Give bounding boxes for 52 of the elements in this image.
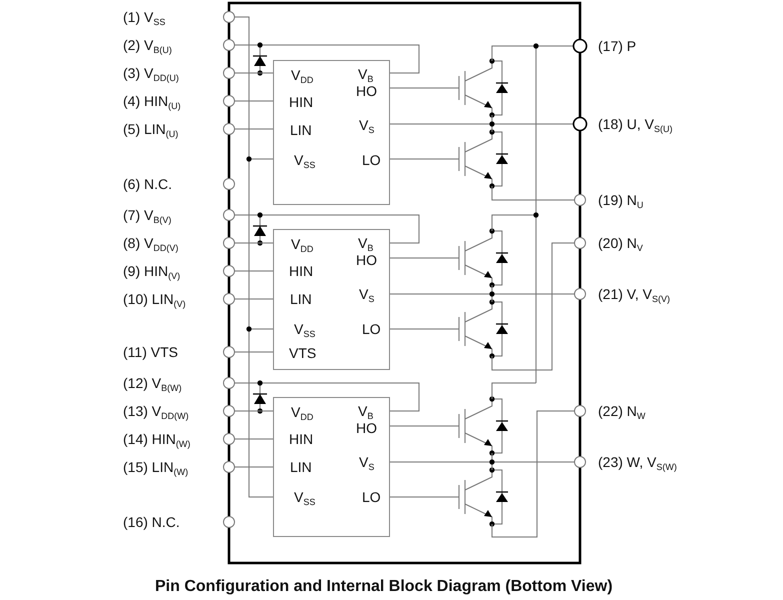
pin-name: V$_{S}$ [359,286,374,302]
pin-label: (23) W, V$_{S(W)}$ [598,454,677,470]
pin-label: (18) U, V$_{S(U)}$ [598,116,673,132]
pin-name: LIN [290,459,312,475]
pin-name: V$_{B}$ [358,235,374,251]
pin-name: HIN [289,94,314,110]
pin-label: (20) N$_{V}$ [598,235,643,251]
pin-name: LO [362,152,381,168]
pin-name: VTS [289,345,316,361]
pin-label: (7) V$_{B(V)}$ [123,207,172,223]
gate-driver-box [273,60,390,205]
caption: Pin Configuration and Internal Block Diagram (Bottom View) [155,578,613,596]
pin-name: V$_{DD}$ [291,67,314,83]
pin-name: LO [362,489,381,505]
pin-label: (5) LIN$_{(U)}$ [123,121,178,137]
pin-label: (12) V$_{B(W)}$ [123,375,182,391]
pin-name: V$_{SS}$ [294,321,316,337]
pin-name: HO [356,83,377,99]
pin-label: (6) N.C. [123,176,172,192]
pin-label: (8) V$_{DD(V)}$ [123,235,178,251]
pin-label: (17) P [598,38,636,54]
pin-name: V$_{SS}$ [294,152,316,168]
pin-label: (22) N$_{W}$ [598,403,646,419]
pin-label: (19) N$_{U}$ [598,192,644,208]
pin-label: (2) V$_{B(U)}$ [123,37,172,53]
gate-driver-box [273,397,390,537]
pin-name: HO [356,252,377,268]
pin-label: (4) HIN$_{(U)}$ [123,93,181,109]
pin-name: V$_{B}$ [358,66,374,82]
pin-name: LIN [290,291,312,307]
pin-name: LO [362,321,381,337]
pin-label: (14) HIN$_{(W)}$ [123,431,190,447]
pin-name: V$_{SS}$ [294,489,316,505]
pin-name: HIN [289,263,314,279]
pin-label: (9) HIN$_{(V)}$ [123,263,180,279]
pin-label: (11) VTS [123,344,178,360]
pin-label: (21) V, V$_{S(V)}$ [598,286,670,302]
pin-name: V$_{DD}$ [291,404,314,420]
pin-label: (3) V$_{DD(U)}$ [123,65,179,81]
pin-label: (1) V$_{SS}$ [123,9,166,25]
pin-name: V$_{DD}$ [291,236,314,252]
pin-name: LIN [290,122,312,138]
gate-driver-box [273,229,390,370]
pin-name: V$_{S}$ [359,454,374,470]
pin-name: V$_{B}$ [358,403,374,419]
pin-name: HIN [289,431,314,447]
pin-name: V$_{S}$ [359,117,374,133]
pin-label: (10) LIN$_{(V)}$ [123,291,186,307]
pin-name: HO [356,420,377,436]
pin-label: (15) LIN$_{(W)}$ [123,459,188,475]
pin-label: (13) V$_{DD(W)}$ [123,403,189,419]
pin-label: (16) N.C. [123,514,180,530]
